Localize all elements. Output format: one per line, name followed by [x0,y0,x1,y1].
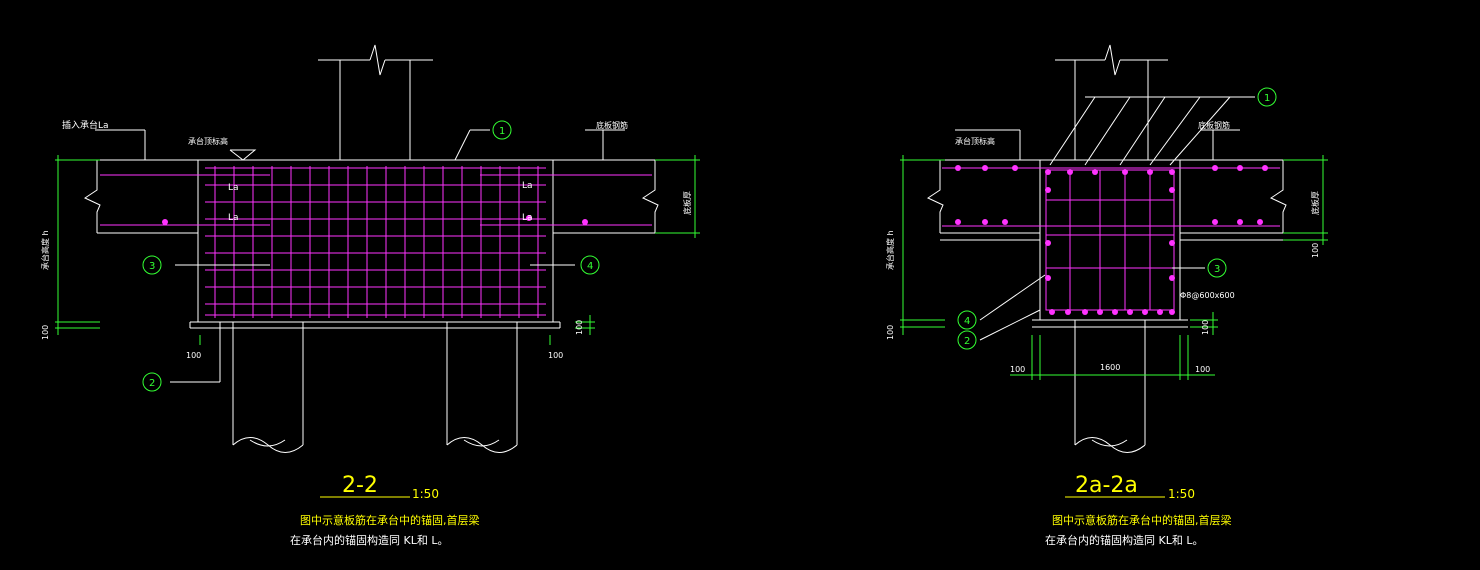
dim-100-right-v3: 100 [1201,320,1210,335]
dim-100-right-v1: 100 [886,325,895,340]
callout-2-right: 2 [964,336,970,347]
label-bottom-rebar-left: 底板钢筋 [596,120,628,130]
label-thick-left: 底板厚 [682,191,692,215]
leaders-left [95,129,625,383]
scale-right: 1:50 [1168,487,1195,501]
dim-100-left-a: 100 [186,351,201,360]
dims-right [900,155,1328,380]
section-2a-2a [900,44,1328,498]
slab-left [83,159,659,234]
label-bottom-rebar-right: 底板钢筋 [1198,120,1230,130]
rebar-cage-right [942,167,1280,311]
dim-100-left-c: 100 [575,320,584,335]
callout-3-right: 3 [1214,264,1220,275]
note2-left: 在承台内的锚固构造同 KL和 L。 [290,533,448,547]
label-thick-right: 底板厚 [1310,191,1320,215]
dims-left [55,155,700,345]
label-anchor-left: 插入承台La [62,119,109,131]
label-h-left: 承台高度 h [40,230,50,270]
column-left [318,44,433,160]
label-h-right: 承台高度 h [885,230,895,270]
la-2: La [228,213,239,223]
pile-cap-outline-right [1039,159,1181,321]
note1-right: 图中示意板筋在承台中的锚固,首层梁 [1052,513,1232,527]
scale-left: 1:50 [412,487,439,501]
piles-left [232,322,518,453]
stirrup-label: Φ8@600x600 [1180,291,1235,300]
dim-100-right-a: 100 [1010,365,1025,374]
callout-1-left: 1 [499,126,505,137]
la-1: La [228,183,239,193]
section-2-2 [55,44,700,498]
callout-1-right: 1 [1264,93,1270,104]
title-right: 2a-2a [1075,473,1138,498]
text-left: 插入承台La 承台顶标高 底板钢筋 底板厚 承台高度 h 100 La La L… [40,119,692,547]
dim-100-right-v2: 100 [1311,243,1320,258]
rebar-dots-left [162,215,588,225]
callout-4-left: 4 [587,261,593,272]
callouts-right [957,87,1277,350]
rebar-dots-right [955,165,1268,315]
callout-3-left: 3 [149,261,155,272]
rebar-grid-left [100,166,652,318]
la-4: La [522,213,533,223]
note1-left: 图中示意板筋在承台中的锚固,首层梁 [300,513,480,527]
label-top-elev-left: 承台顶标高 [188,136,228,146]
callouts-left [142,120,600,392]
leaders-right [955,96,1255,341]
dim-100-left-v: 100 [41,325,50,340]
note2-right: 在承台内的锚固构造同 KL和 L。 [1045,533,1203,547]
pile-right [1074,320,1146,453]
callout-2-left: 2 [149,378,155,389]
column-right [1055,44,1168,160]
text-right: 承台顶标高 底板钢筋 底板厚 承台高度 h 100 100 100 Φ8@600… [885,93,1320,547]
dim-1600: 1600 [1100,363,1120,372]
title-left: 2-2 [342,473,378,498]
callout-4-right: 4 [964,316,970,327]
dim-100-right-b: 100 [1195,365,1210,374]
label-top-elev-right: 承台顶标高 [955,136,995,146]
la-3: La [522,181,533,191]
dim-100-left-b: 100 [548,351,563,360]
slab-right [926,159,1287,241]
